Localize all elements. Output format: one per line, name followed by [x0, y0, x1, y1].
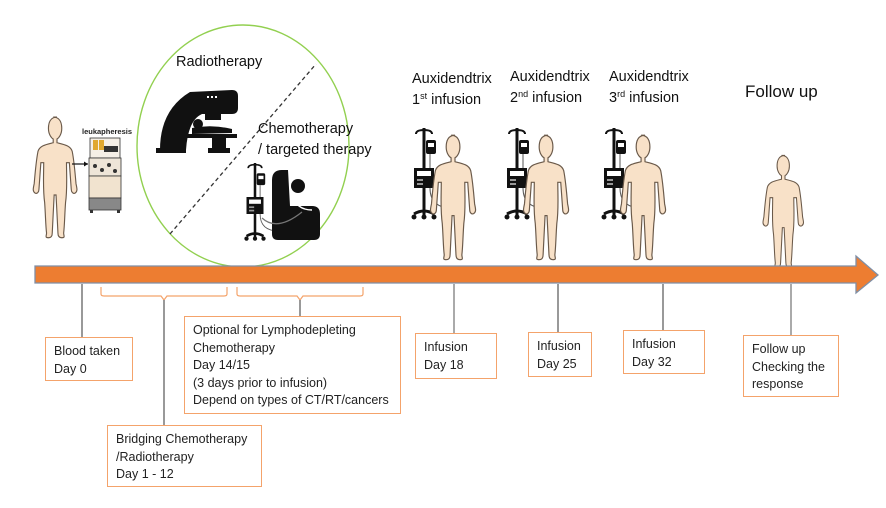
lymphodepleting-box: Optional for Lymphodepleting Chemotherap… [184, 316, 401, 414]
ordinal-text: infusion [625, 90, 680, 106]
infusion-3-icon [600, 126, 667, 261]
ordinal-number: 3 [609, 90, 618, 106]
box-line: Day 18 [424, 357, 464, 372]
box-line: /Radiotherapy [116, 449, 194, 464]
infusion-1-title: Auxidendtrix 1st infusion [412, 69, 492, 111]
box-line: Infusion [632, 337, 676, 351]
box-line: Checking the [752, 359, 825, 374]
bracket-lympho [236, 287, 364, 301]
box-line: Day 1 - 12 [116, 467, 174, 481]
ordinal-number: 2 [510, 90, 519, 106]
leukapheresis-label: leukapheresis [82, 127, 133, 136]
infusion-day-25-box: Infusion Day 25 [528, 332, 592, 377]
box-line: Infusion [537, 339, 581, 353]
ordinal-suffix: nd [518, 89, 529, 99]
infusion-2-ordinal: 2nd infusion [510, 88, 590, 109]
blood-taken-box: Blood taken Day 0 [45, 337, 133, 381]
ordinal-suffix: rd [617, 89, 626, 99]
infusion-2-title: Auxidendtrix 2nd infusion [510, 67, 590, 109]
box-line: Optional for Lymphodepleting [193, 323, 356, 337]
radiotherapy-label: Radiotherapy [176, 54, 263, 70]
bridging-therapy-box: Bridging Chemotherapy /Radiotherapy Day … [107, 425, 262, 487]
box-line: Day 25 [537, 356, 577, 371]
bracket-bridging [100, 287, 228, 301]
box-line: Depend on types of CT/RT/cancers [193, 393, 389, 407]
ordinal-text: infusion [528, 90, 583, 106]
infusion-1-drug: Auxidendtrix [412, 71, 492, 87]
box-line: Day 14/15 [193, 358, 250, 372]
timeline-arrow [34, 254, 880, 295]
patient-icon [32, 116, 78, 239]
infusion-3-title: Auxidendtrix 3rd infusion [609, 67, 689, 109]
infusion-day-18-box: Infusion Day 18 [415, 333, 497, 379]
infusion-day-32-box: Infusion Day 32 [623, 330, 705, 374]
follow-up-patient-icon [762, 154, 805, 268]
box-line: Blood taken [54, 344, 121, 358]
infusion-2-icon [503, 126, 570, 261]
ordinal-text: infusion [427, 92, 482, 108]
box-line: Chemotherapy [193, 340, 275, 355]
box-line: Day 32 [632, 354, 672, 369]
infusion-2-drug: Auxidendtrix [510, 69, 590, 85]
leukapheresis-machine-icon [88, 137, 122, 213]
radiotherapy-machine-icon [156, 90, 238, 153]
infusion-1-ordinal: 1st infusion [412, 90, 492, 111]
infusion-3-drug: Auxidendtrix [609, 69, 689, 85]
box-line: Day 0 [54, 361, 87, 376]
box-line: Infusion [424, 340, 468, 354]
ordinal-suffix: st [420, 91, 428, 101]
box-line: (3 days prior to infusion) [193, 375, 328, 390]
follow-up-title: Follow up [745, 82, 818, 101]
box-line: Bridging Chemotherapy [116, 432, 248, 446]
targeted-therapy-label: / targeted therapy [258, 142, 372, 158]
box-line: response [752, 377, 804, 391]
follow-up-box: Follow up Checking the response [743, 335, 839, 397]
circle-divider-dashed [169, 63, 317, 235]
ordinal-number: 1 [412, 92, 421, 108]
chemotherapy-chair-icon [243, 161, 320, 243]
infusion-1-icon [410, 126, 477, 261]
box-line: Follow up [752, 342, 806, 356]
chemotherapy-label: Chemotherapy [258, 121, 354, 137]
infusion-3-ordinal: 3rd infusion [609, 88, 689, 109]
